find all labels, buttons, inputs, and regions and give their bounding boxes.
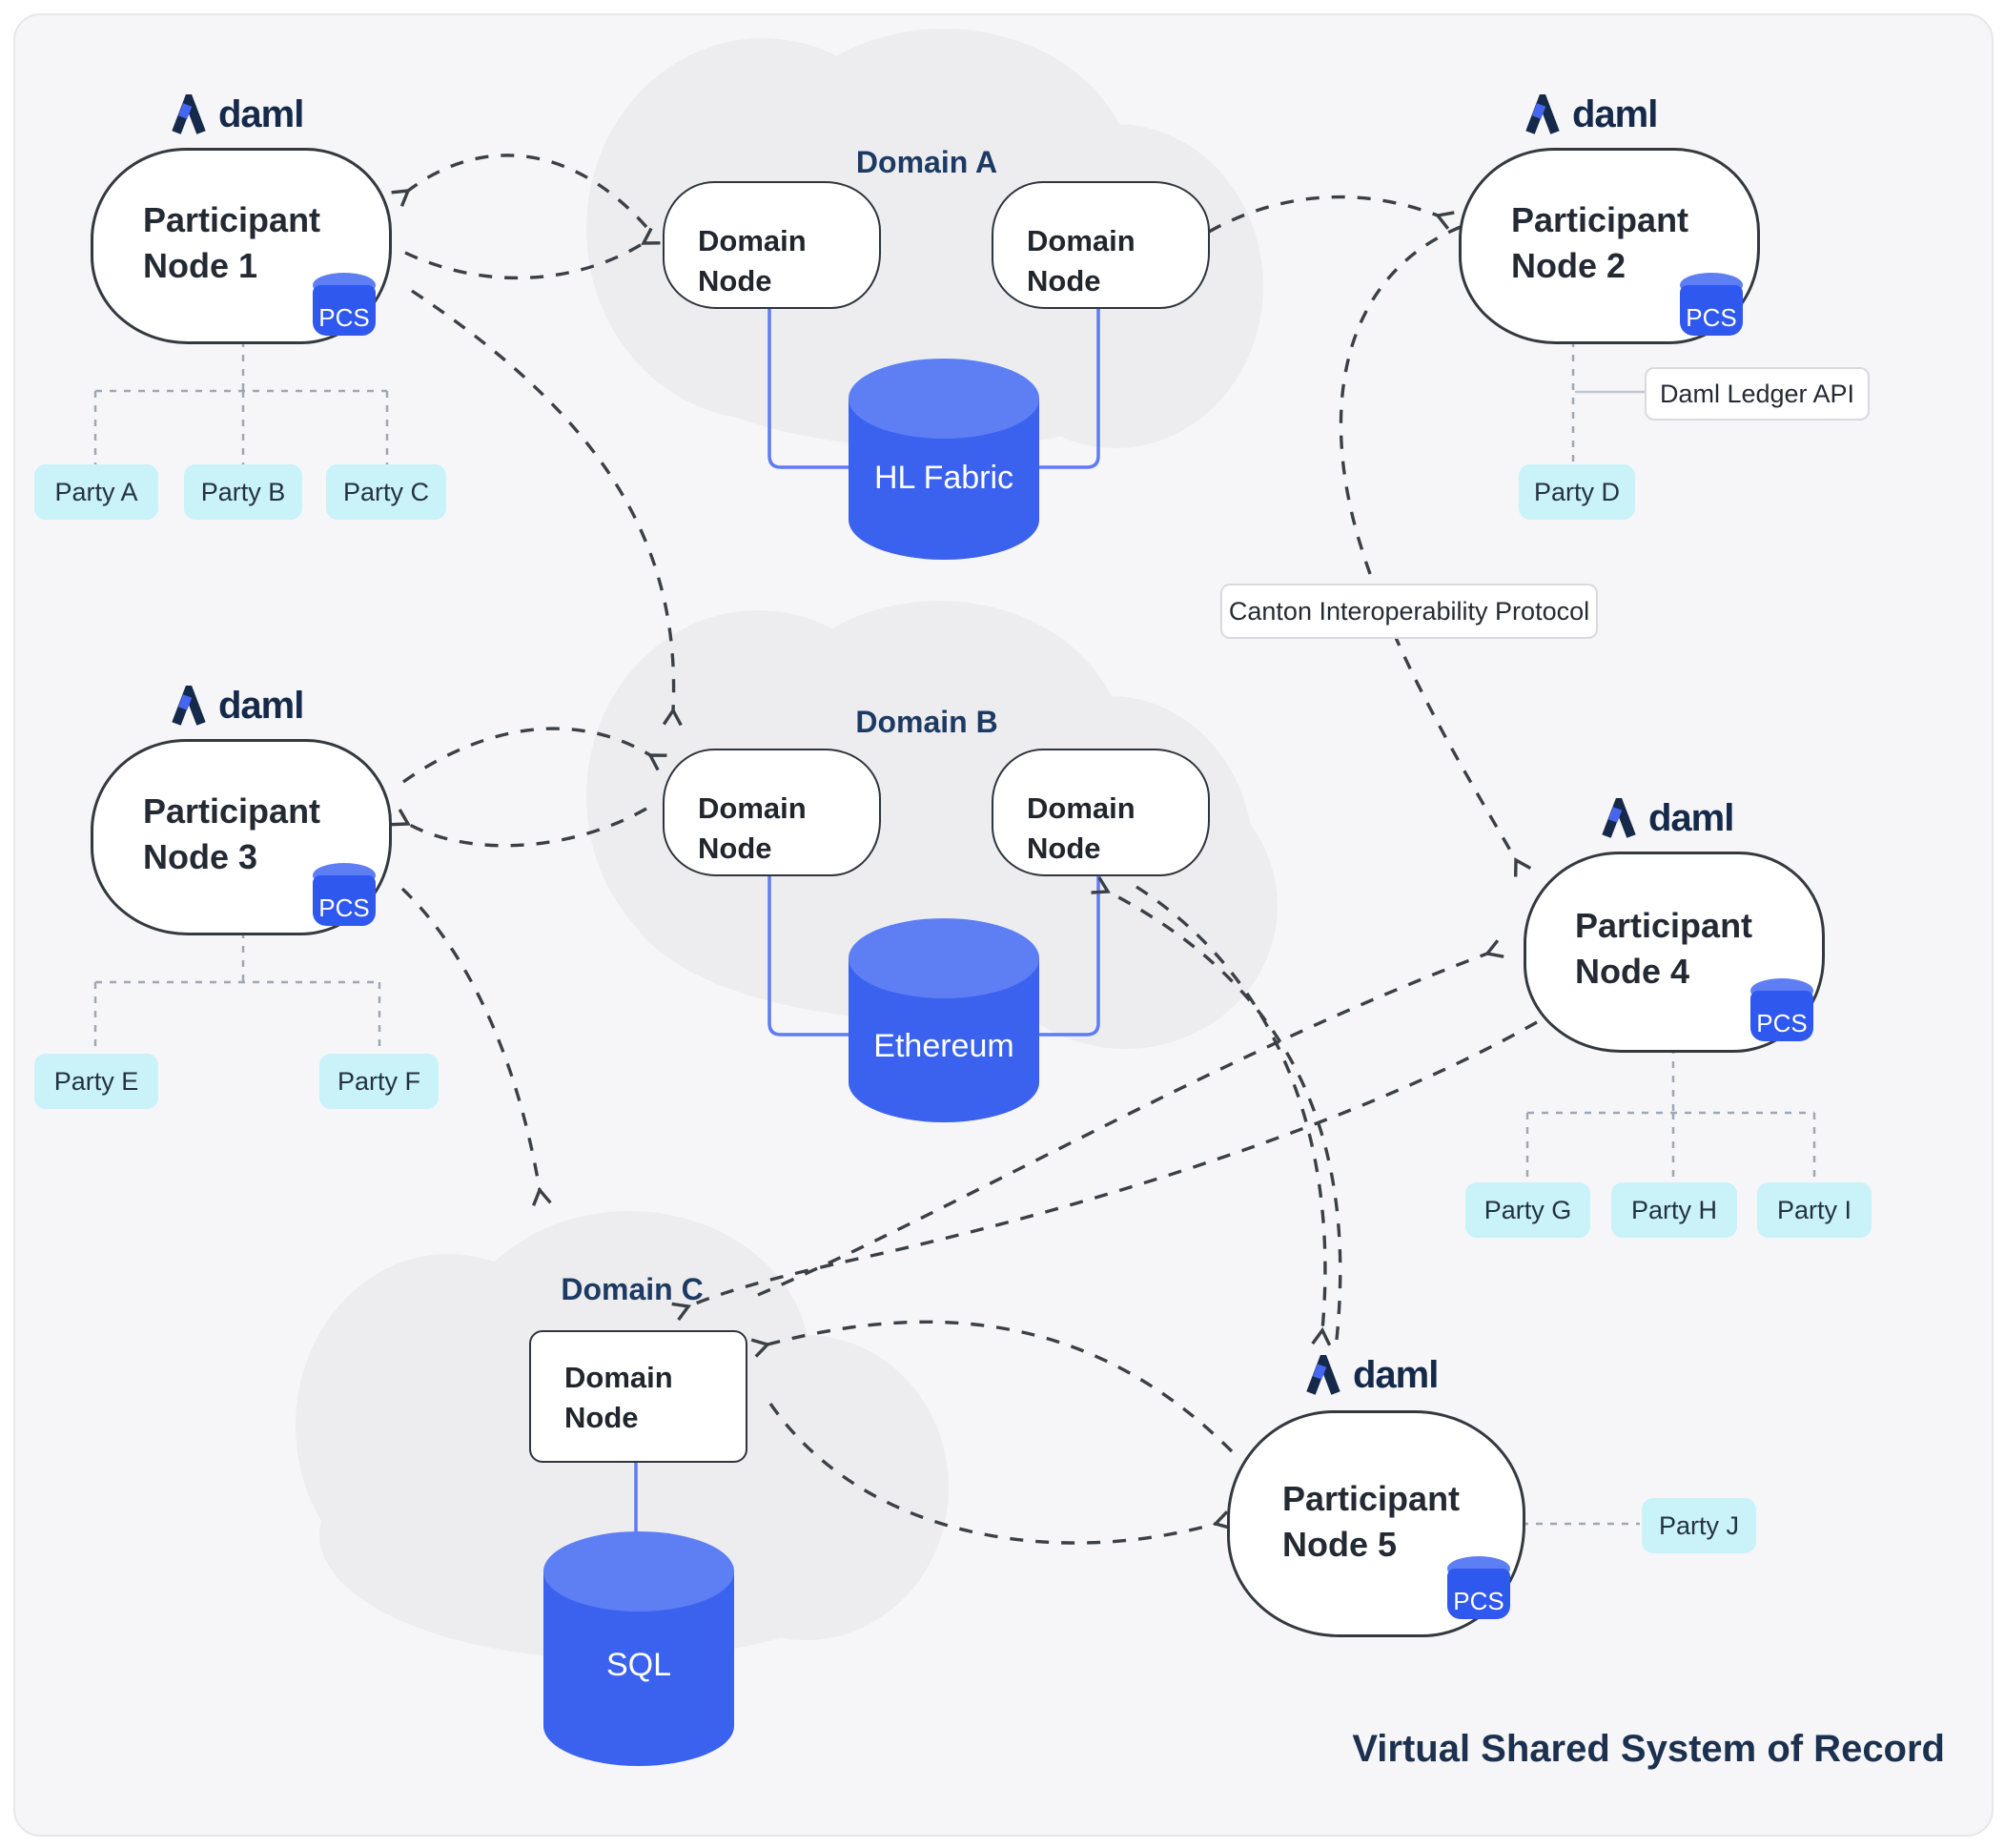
daml-lambda-icon — [1602, 797, 1636, 838]
pcs-badge: PCS — [1750, 978, 1813, 1041]
daml-wordmark: daml — [1648, 797, 1734, 839]
participant-node-3-label: Participant Node 3 — [143, 791, 321, 876]
ledger-cylinder-hl-fabric — [849, 359, 1039, 560]
daml-lambda-icon — [1306, 1354, 1340, 1395]
ledger-cylinder-ethereum — [849, 918, 1039, 1122]
pcs-badge: PCS — [313, 863, 376, 926]
pcs-badge-label: PCS — [1453, 1587, 1504, 1615]
daml-wordmark: daml — [1572, 93, 1658, 135]
ledger-cylinder-sql — [543, 1531, 734, 1766]
domain-a-node-left — [663, 181, 881, 309]
ledger-connectors — [634, 303, 1100, 1569]
daml-lambda-icon — [172, 93, 206, 134]
party-chip: Party F — [319, 1054, 439, 1109]
daml-logo: daml — [1523, 93, 1658, 136]
daml-lambda-icon — [1525, 93, 1560, 134]
party-chip: Party C — [326, 464, 446, 520]
party-connectors — [93, 340, 1816, 1526]
domain-b-node-left-label: Domain Node — [698, 791, 807, 865]
participant-node-4-label: Participant Node 4 — [1575, 906, 1753, 991]
daml-wordmark: daml — [218, 93, 304, 135]
footer-title: Virtual Shared System of Record — [1352, 1728, 1945, 1770]
party-chip: Party G — [1465, 1182, 1590, 1238]
daml-wordmark: daml — [218, 685, 304, 727]
domain-c-node — [529, 1330, 747, 1463]
pcs-badge-label: PCS — [1756, 1009, 1808, 1037]
participant-node-1-label: Participant Node 1 — [143, 200, 321, 285]
daml-lambda-icon — [172, 685, 206, 726]
party-chip: Party D — [1519, 464, 1635, 520]
domain-b-title: Domain B — [855, 705, 998, 739]
party-chip: Party E — [34, 1054, 158, 1109]
party-chip: Party B — [184, 464, 302, 520]
sql-label: SQL — [605, 1647, 672, 1683]
daml-logo: daml — [1303, 1354, 1439, 1397]
domain-b-node-right — [992, 749, 1210, 876]
domain-b-node-right-label: Domain Node — [1027, 791, 1135, 865]
domain-a-node-left-label: Domain Node — [698, 224, 807, 298]
party-chip: Party H — [1611, 1182, 1737, 1238]
domain-a-node-right — [992, 181, 1210, 309]
party-chip: Party A — [34, 464, 158, 520]
sync-arrows — [391, 154, 1538, 1545]
pcs-badge: PCS — [1680, 273, 1743, 336]
domain-c-title: Domain C — [561, 1272, 704, 1306]
pcs-badge: PCS — [313, 273, 376, 336]
participant-node-5-label: Participant Node 5 — [1282, 1479, 1461, 1564]
daml-logo: daml — [169, 93, 304, 136]
pcs-badge-label: PCS — [318, 893, 370, 922]
daml-ledger-api-label: Daml Ledger API — [1645, 367, 1870, 421]
pcs-badge-label: PCS — [318, 303, 370, 332]
domain-b-node-left — [663, 749, 881, 876]
participant-node-2-label: Participant Node 2 — [1511, 200, 1689, 285]
domain-a-node-right-label: Domain Node — [1027, 224, 1135, 298]
party-chip: Party J — [1642, 1498, 1756, 1553]
party-chip: Party I — [1757, 1182, 1872, 1238]
pcs-badge-label: PCS — [1686, 303, 1737, 332]
ethereum-label: Ethereum — [873, 1028, 1014, 1064]
daml-wordmark: daml — [1353, 1354, 1439, 1396]
pcs-badge: PCS — [1447, 1556, 1510, 1619]
domain-c-node-label: Domain Node — [564, 1361, 673, 1434]
daml-logo: daml — [169, 685, 304, 728]
hl-fabric-label: HL Fabric — [873, 460, 1014, 496]
daml-logo: daml — [1599, 797, 1734, 840]
canton-interoperability-protocol-label: Canton Interoperability Protocol — [1220, 584, 1598, 639]
domain-a-title: Domain A — [855, 145, 998, 179]
